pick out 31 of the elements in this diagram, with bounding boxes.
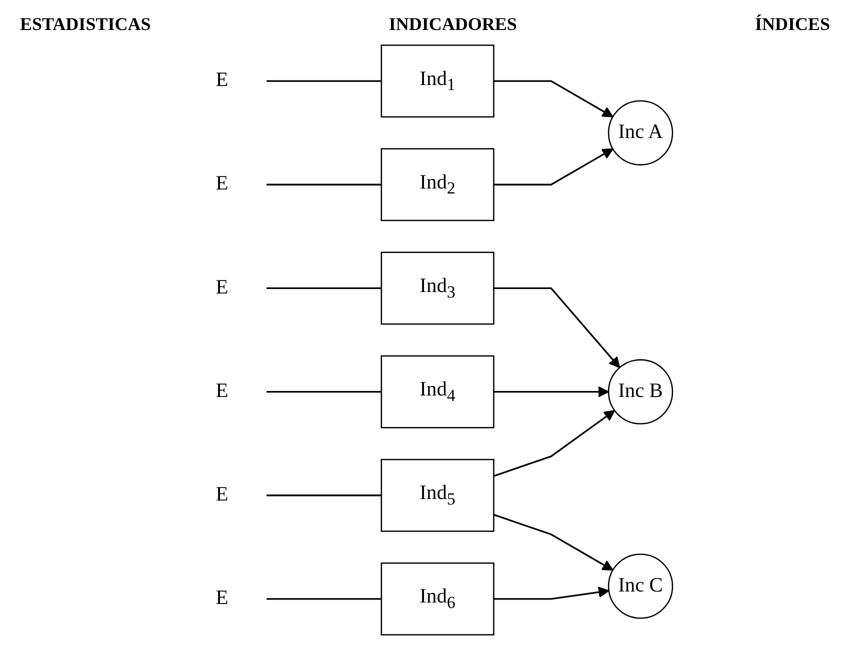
node-text: E [216,380,228,402]
node-box: Ind$_{1}$ [380,44,494,118]
column-heading: INDICADORES [388,14,517,35]
node-box: Ind$_{4}$ [380,355,494,428]
node-box: Ind$_{6}$ [380,562,494,636]
arrow [494,148,614,186]
connector [266,390,382,393]
arrow [494,80,614,118]
column-heading: ÍNDICES [754,14,830,35]
node-text: E [216,587,228,610]
connector [266,184,382,186]
node-text: E [216,70,228,92]
node-circle: Inc C [608,554,674,619]
connector [266,494,382,496]
connector [266,287,382,290]
arrow [493,410,616,477]
node-text: E [216,276,228,298]
connector [266,598,382,600]
node-text: E [216,173,228,195]
column-heading: ESTADISTICAS [20,14,151,35]
node-box: Ind$_{2}$ [380,148,494,222]
node-text: E [216,484,228,506]
arrow [494,586,610,600]
node-circle: Inc A [608,100,674,166]
node-box: Ind$_{5}$ [380,458,494,532]
arrow [493,514,614,571]
node-circle: Inc B [608,359,674,424]
arrow [494,287,620,368]
node-box: Ind$_{3}$ [380,252,494,325]
arrow [494,386,610,398]
connector [266,80,382,82]
